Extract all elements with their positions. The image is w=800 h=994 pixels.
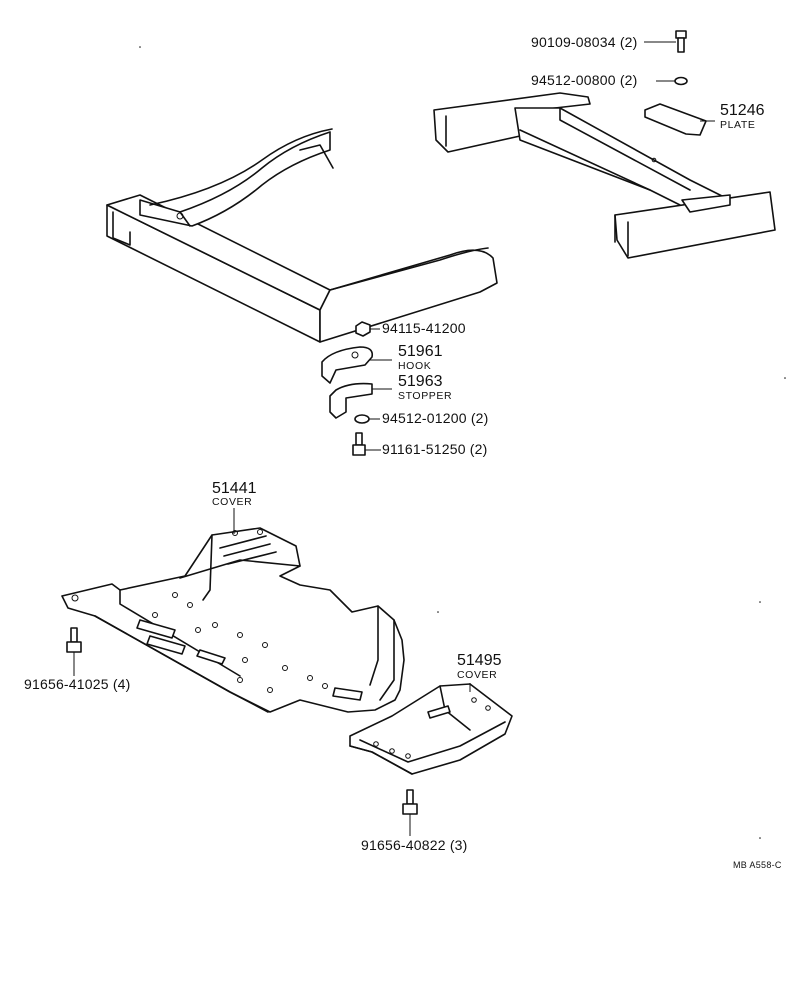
- bolt-91161-icon: [352, 432, 381, 456]
- callout-washer-94512-00800: 94512-00800 (2): [531, 72, 638, 88]
- crossmember-frame-right: [433, 92, 776, 259]
- bolt-91656-41025-icon: [66, 627, 82, 676]
- callout-cover-51495-name: COVER: [457, 669, 498, 681]
- washer-94512-00800-icon: [656, 76, 688, 86]
- callout-bolt-90109: 90109-08034 (2): [531, 34, 638, 50]
- callout-stopper-name: STOPPER: [398, 390, 453, 402]
- callout-bolt-91161: 91161-51250 (2): [382, 441, 488, 457]
- hook-51961-icon: [321, 346, 392, 384]
- callout-plate-name: PLATE: [720, 119, 756, 131]
- callout-hook-number: 51961: [398, 343, 443, 360]
- callout-plate-number: 51246: [720, 102, 765, 119]
- bolt-91656-40822-icon: [402, 789, 418, 836]
- cover-51495-shape: [349, 683, 513, 775]
- callout-washer-94512-01200: 94512-01200 (2): [382, 410, 489, 426]
- callout-stopper-number: 51963: [398, 373, 443, 390]
- drawing-code: MB A558-C: [733, 860, 782, 870]
- callout-cover-51495-number: 51495: [457, 652, 502, 669]
- cover-51441-shape: [61, 508, 405, 713]
- plate-51246-icon: [644, 103, 715, 136]
- callout-nut-94115: 94115-41200: [382, 320, 466, 336]
- bolt-90109-icon: [644, 30, 687, 53]
- callout-cover-51441-number: 51441: [212, 480, 257, 497]
- nut-94115-icon: [355, 321, 380, 337]
- callout-bolt-91656-40822: 91656-40822 (3): [361, 837, 468, 853]
- callout-cover-51441-name: COVER: [212, 496, 253, 508]
- callout-hook-name: HOOK: [398, 360, 432, 372]
- crossmember-frame-left: [106, 128, 498, 343]
- washer-94512-01200-icon: [354, 414, 380, 424]
- stopper-51963-icon: [329, 382, 392, 419]
- callout-bolt-91656-41025: 91656-41025 (4): [24, 676, 131, 692]
